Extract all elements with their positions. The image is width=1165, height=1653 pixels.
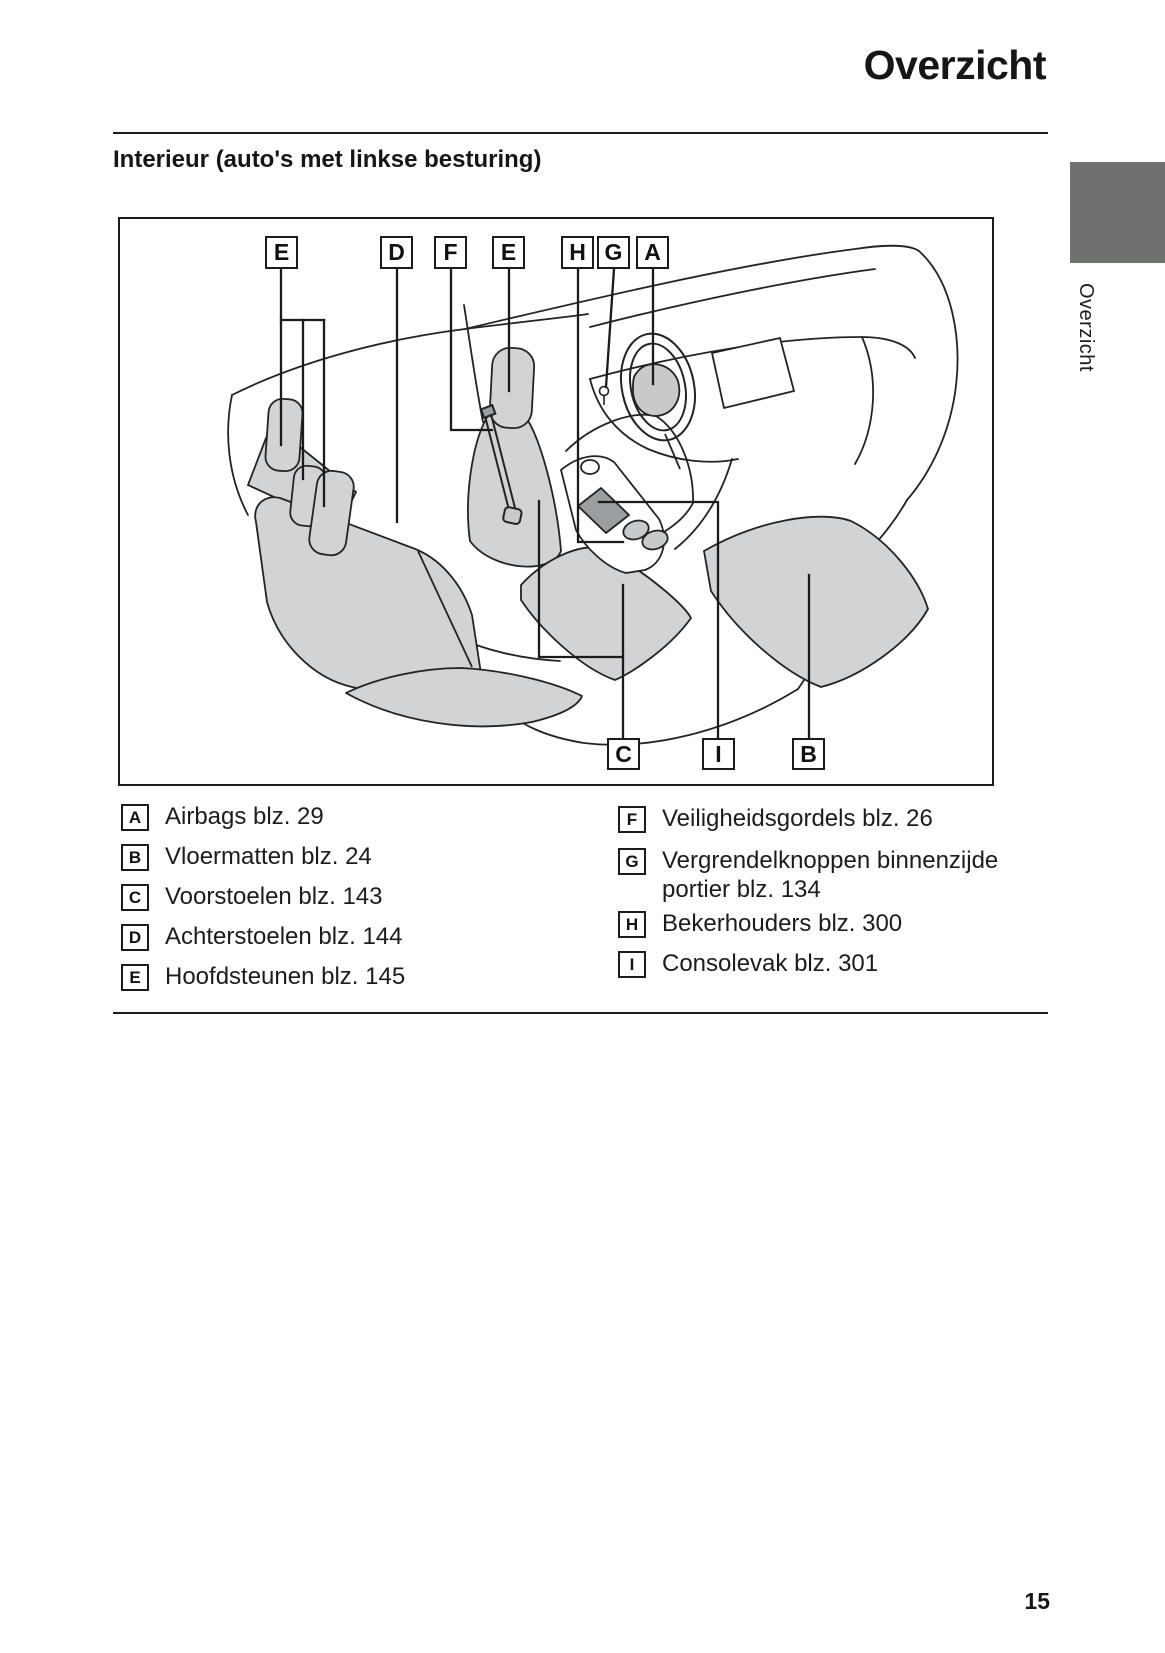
legend-text-achterstoelen: Achterstoelen blz. 144 xyxy=(165,923,403,950)
legend-text-voorstoelen: Voorstoelen blz. 143 xyxy=(165,883,383,910)
callout-lines xyxy=(279,267,811,740)
callout-line-i xyxy=(597,500,720,740)
seatbelt-retractor xyxy=(502,506,523,525)
callout-box-h: H xyxy=(561,236,594,269)
chapter-tab-label: Overzicht xyxy=(1075,283,1097,372)
chapter-tab-marker xyxy=(1070,162,1165,263)
legend-item-vloermatten: B Vloermatten blz. 24 xyxy=(121,842,372,871)
interior-diagram: E D F E H G A C I B xyxy=(118,217,994,786)
callout-box-a: A xyxy=(636,236,669,269)
legend-item-achterstoelen: D Achterstoelen blz. 144 xyxy=(121,922,402,951)
callout-box-e-front: E xyxy=(492,236,525,269)
cupholder-rear xyxy=(641,529,669,551)
callout-box-i: I xyxy=(702,738,735,770)
section-heading: Interieur (auto's met linkse besturing) xyxy=(113,146,542,173)
page-title: Overzicht xyxy=(863,42,1047,88)
legend-item-consolevak: I Consolevak blz. 301 xyxy=(618,949,878,978)
callout-box-e-rear: E xyxy=(265,236,298,269)
legend-text-veiligheidsgordels: Veiligheidsgordels blz. 26 xyxy=(662,805,933,832)
legend-item-veiligheidsgordels: F Veiligheidsgordels blz. 26 xyxy=(618,804,933,833)
legend-text-vergrendelknoppen: Vergrendelknoppen binnenzijde portier bl… xyxy=(662,847,999,903)
steering-wheel xyxy=(620,332,696,470)
header-rule xyxy=(113,132,1048,134)
legend-letter-h: H xyxy=(618,911,646,938)
legend-item-bekerhouders: H Bekerhouders blz. 300 xyxy=(618,909,902,938)
legend-item-vergrendelknoppen: G Vergrendelknoppen binnenzijde portier … xyxy=(618,846,1007,904)
callout-line-h xyxy=(576,267,625,544)
door-lock-knob xyxy=(598,385,610,405)
legend-letter-g: G xyxy=(618,848,646,875)
callout-box-b: B xyxy=(792,738,825,770)
legend-text-airbags: Airbags blz. 29 xyxy=(165,803,324,830)
legend-letter-a: A xyxy=(121,804,149,831)
footer-rule xyxy=(113,1012,1048,1014)
page-number: 15 xyxy=(1024,1588,1050,1614)
legend-text-vloermatten: Vloermatten blz. 24 xyxy=(165,843,372,870)
legend-letter-c: C xyxy=(121,884,149,911)
front-floor-mat xyxy=(703,515,929,688)
legend-letter-b: B xyxy=(121,844,149,871)
steering-airbag-hub xyxy=(632,363,681,417)
seatbelt-anchor xyxy=(479,403,497,420)
callout-box-c: C xyxy=(607,738,640,770)
front-headrest xyxy=(488,346,536,430)
callout-line-g xyxy=(604,267,616,389)
console-storage-bin xyxy=(577,487,630,534)
legend-item-hoofdsteunen: E Hoofdsteunen blz. 145 xyxy=(121,962,405,991)
center-console xyxy=(560,455,669,574)
legend-text-bekerhouders: Bekerhouders blz. 300 xyxy=(662,910,903,937)
callout-line-f xyxy=(449,267,494,432)
callout-box-g: G xyxy=(597,236,630,269)
legend-item-voorstoelen: C Voorstoelen blz. 143 xyxy=(121,882,383,911)
driver-seat xyxy=(467,346,692,681)
seatbelt xyxy=(479,403,523,525)
car-interior-illustration xyxy=(227,244,959,746)
legend-item-airbags: A Airbags blz. 29 xyxy=(121,802,324,831)
callout-box-f: F xyxy=(434,236,467,269)
legend-text-hoofdsteunen: Hoofdsteunen blz. 145 xyxy=(165,963,406,990)
legend-letter-f: F xyxy=(618,806,646,833)
car-body-outline xyxy=(227,244,959,746)
cupholder-front xyxy=(622,519,650,541)
legend-letter-e: E xyxy=(121,964,149,991)
legend-text-consolevak: Consolevak blz. 301 xyxy=(662,950,879,977)
rear-headrest-left xyxy=(264,397,304,473)
callout-box-d: D xyxy=(380,236,413,269)
callout-line-e-rear xyxy=(279,267,326,322)
gear-shift-knob xyxy=(580,459,600,475)
rear-seats xyxy=(254,397,583,728)
rear-headrest-right xyxy=(308,469,355,557)
legend-letter-i: I xyxy=(618,951,646,978)
legend-letter-d: D xyxy=(121,924,149,951)
